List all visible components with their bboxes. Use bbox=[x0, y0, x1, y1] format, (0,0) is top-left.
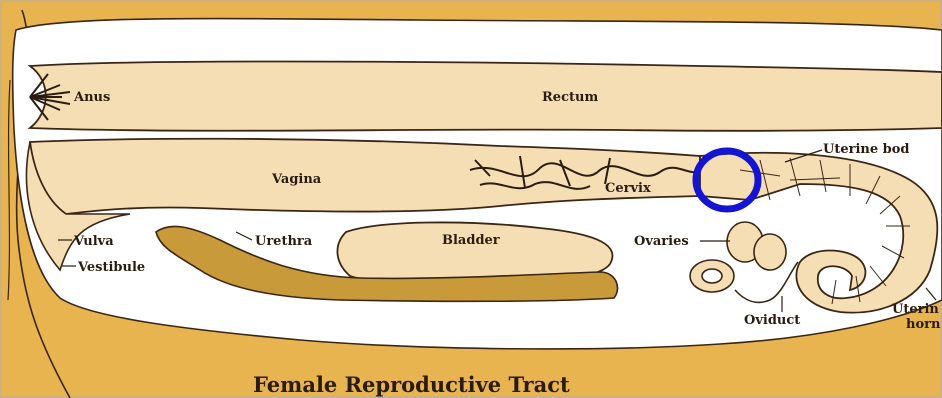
label-cervix: Cervix bbox=[605, 182, 651, 195]
label-urethra: Urethra bbox=[255, 235, 312, 248]
label-vulva: Vulva bbox=[74, 235, 114, 248]
label-anus: Anus bbox=[74, 91, 110, 104]
label-rectum: Rectum bbox=[542, 91, 598, 104]
rectum-shape bbox=[30, 62, 942, 131]
label-uterine-body: Uterine bod bbox=[823, 143, 910, 156]
label-uterine-horn-2: horn bbox=[906, 318, 940, 331]
label-uterine-horn-1: Uterin bbox=[892, 303, 939, 316]
label-ovaries: Ovaries bbox=[634, 235, 689, 248]
label-bladder: Bladder bbox=[442, 234, 500, 247]
diagram-title: Female Reproductive Tract bbox=[253, 372, 570, 397]
label-vestibule: Vestibule bbox=[78, 261, 145, 274]
label-oviduct: Oviduct bbox=[744, 314, 800, 327]
label-vagina: Vagina bbox=[272, 173, 321, 186]
